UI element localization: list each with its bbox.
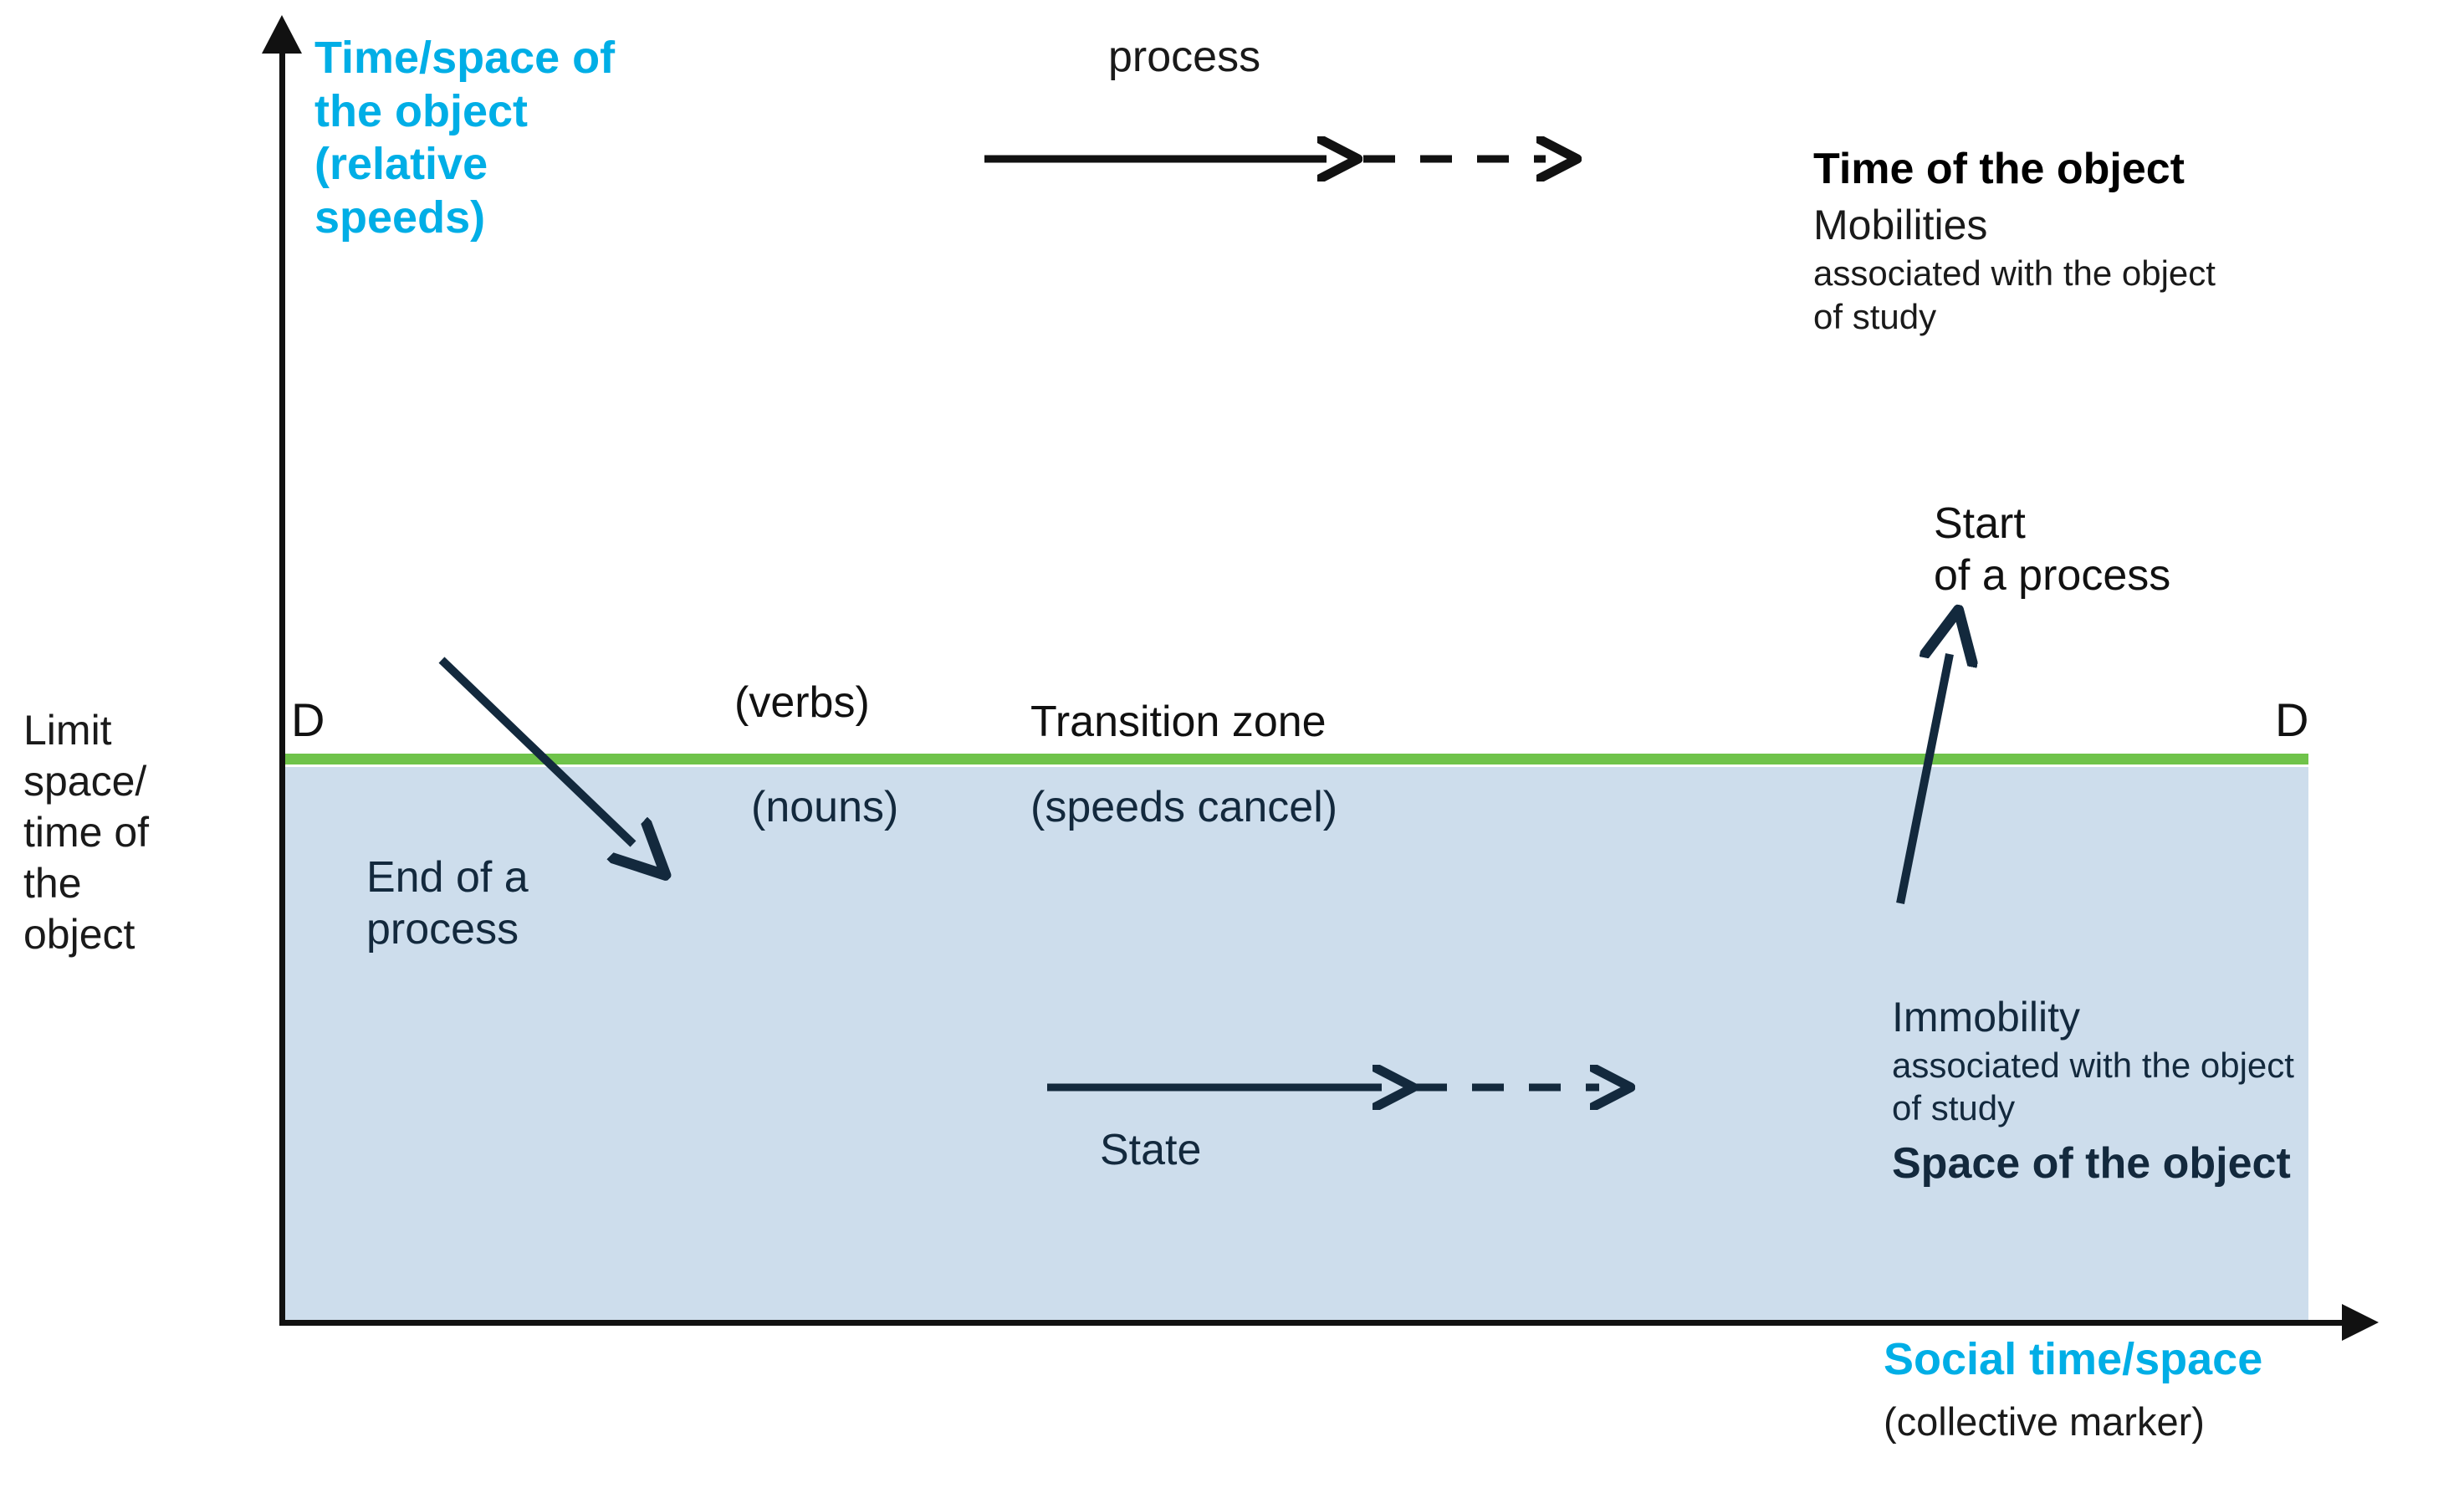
space-of-object-title: Space of the object (1892, 1139, 2291, 1189)
threshold-limit-line (284, 754, 2308, 764)
time-of-object-detail: associated with the object of study (1813, 253, 2216, 336)
immobility-label: Immobility (1892, 994, 2081, 1041)
time-of-object-block: Time of the object Mobilities associated… (1813, 144, 2432, 338)
immobility-detail: associated with the object of study (1892, 1046, 2294, 1128)
start-of-process-label: Start of a process (1934, 499, 2171, 601)
threshold-marker-left: D (291, 693, 325, 746)
nouns-label: (nouns) (751, 783, 899, 831)
x-axis-title: Social time/space (1884, 1334, 2263, 1384)
x-axis-arrowhead-icon (2342, 1304, 2379, 1341)
immobility-block: Immobility associated with the object of… (1892, 992, 2464, 1190)
transition-zone-label: Transition zone (1030, 698, 1327, 746)
speeds-cancel-label: (speeds cancel) (1030, 783, 1338, 831)
process-arrow-label: process (1108, 33, 1261, 81)
end-of-process-label: End of a process (366, 853, 529, 954)
state-arrow-label: State (1100, 1126, 1202, 1174)
x-axis-line (279, 1320, 2354, 1326)
mobilities-label: Mobilities (1813, 202, 1988, 249)
threshold-marker-right: D (2275, 693, 2309, 746)
y-axis-line (279, 33, 285, 1324)
y-axis-title: Time/space of the object (relative speed… (314, 33, 616, 243)
x-axis-subtitle: (collective marker) (1884, 1399, 2205, 1444)
verbs-label: (verbs) (734, 678, 870, 727)
limit-space-time-label: Limit space/ time of the object (23, 707, 150, 958)
time-of-object-title: Time of the object (1813, 145, 2185, 193)
y-axis-arrowhead-icon (262, 15, 302, 54)
